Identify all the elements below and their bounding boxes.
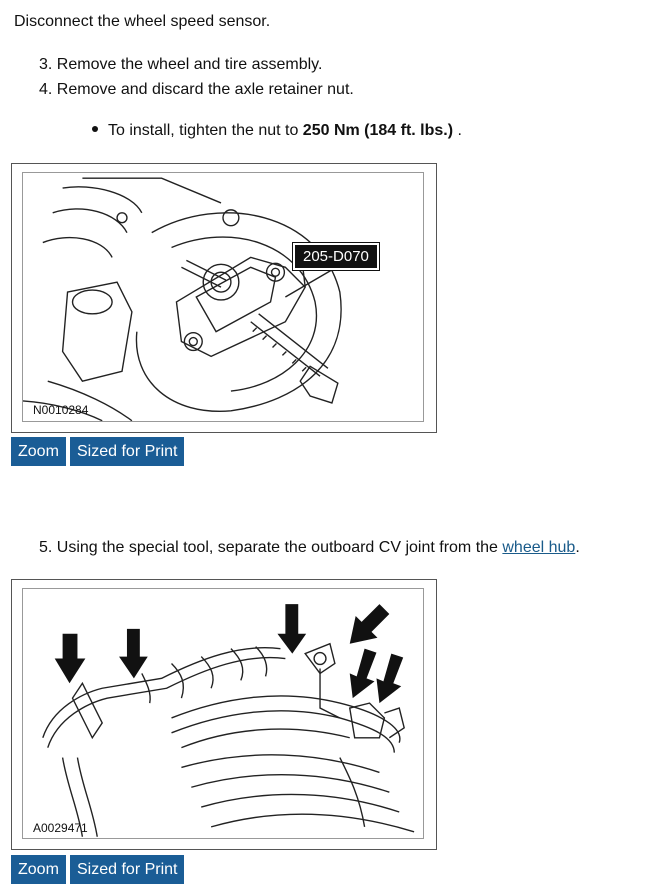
figure-cv-joint-illustration: A0029471: [22, 588, 424, 839]
figure-axle-nut: 205-D070 N0010284: [11, 163, 437, 433]
step-5-text: 5. Using the special tool, separate the …: [39, 539, 503, 556]
cv-joint-drawing: [42, 604, 415, 837]
figure-axle-nut-illustration: 205-D070 N0010284: [22, 172, 424, 422]
install-note-prefix: To install, tighten the nut to: [108, 122, 303, 139]
zoom-button[interactable]: Zoom: [11, 437, 66, 466]
figure-cv-joint: A0029471: [11, 579, 437, 850]
intro-text: Disconnect the wheel speed sensor.: [14, 13, 271, 30]
figure-code: N0010284: [33, 403, 89, 417]
tool-number-label: 205-D070: [292, 242, 380, 271]
sized-for-print-button[interactable]: Sized for Print: [70, 437, 185, 466]
step-5: 5. Using the special tool, separate the …: [39, 539, 580, 557]
zoom-button-2[interactable]: Zoom: [11, 855, 66, 884]
install-note-suffix: .: [453, 122, 462, 139]
wheel-hub-link[interactable]: wheel hub: [502, 539, 576, 556]
bullet-icon: [92, 125, 98, 132]
step-3: 3. Remove the wheel and tire assembly.: [39, 56, 323, 73]
torque-spec: 250 Nm (184 ft. lbs.): [302, 122, 454, 139]
install-note: To install, tighten the nut to 250 Nm (1…: [92, 122, 462, 140]
step-5-suffix: .: [575, 539, 580, 556]
figure-code: A0029471: [33, 821, 88, 835]
sized-for-print-button-2[interactable]: Sized for Print: [70, 855, 185, 884]
hub-puller-drawing: [23, 177, 346, 421]
step-4: 4. Remove and discard the axle retainer …: [39, 81, 354, 98]
